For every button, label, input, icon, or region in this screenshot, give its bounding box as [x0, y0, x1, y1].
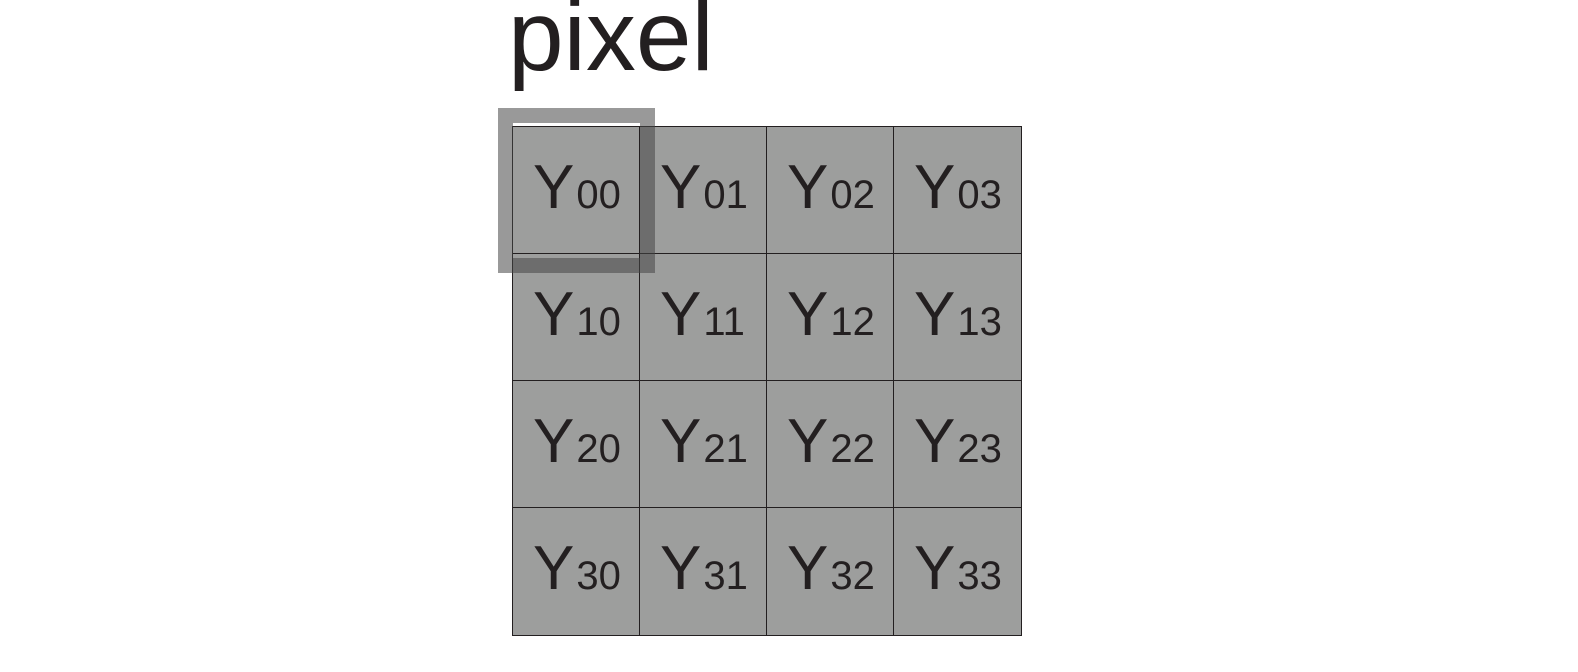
cell-index: 30 — [576, 554, 621, 598]
cell-symbol: Y — [914, 407, 956, 476]
cell-index: 22 — [830, 427, 875, 471]
cell-symbol: Y — [660, 153, 702, 222]
cell-symbol: Y — [787, 534, 829, 603]
cell-index: 13 — [957, 300, 1002, 344]
cell-index: 20 — [576, 427, 621, 471]
cell-symbol: Y — [914, 280, 956, 349]
cell-symbol: Y — [660, 407, 702, 476]
cell-symbol: Y — [533, 407, 575, 476]
cell-index: 12 — [830, 300, 875, 344]
cell-index: 00 — [576, 173, 621, 217]
cell-symbol: Y — [660, 280, 702, 349]
cell-symbol: Y — [787, 280, 829, 349]
cell-symbol: Y — [660, 534, 702, 603]
cell-index: 02 — [830, 173, 875, 217]
cell-index: 10 — [576, 300, 621, 344]
cell-index: 21 — [703, 427, 748, 471]
cell-symbol: Y — [533, 153, 575, 222]
cell-symbol: Y — [914, 153, 956, 222]
cell-index: 23 — [957, 427, 1002, 471]
cell-index: 33 — [957, 554, 1002, 598]
cell-symbol: Y — [914, 534, 956, 603]
cell-symbol: Y — [787, 407, 829, 476]
cell-index: 01 — [703, 173, 748, 217]
cell-symbol: Y — [533, 534, 575, 603]
cell-index: 31 — [703, 554, 748, 598]
pixel-label: pixel — [508, 0, 714, 92]
cell-index: 11 — [703, 300, 745, 344]
cell-symbol: Y — [533, 280, 575, 349]
cell-index: 03 — [957, 173, 1002, 217]
cell-symbol: Y — [787, 153, 829, 222]
cell-index: 32 — [830, 554, 875, 598]
